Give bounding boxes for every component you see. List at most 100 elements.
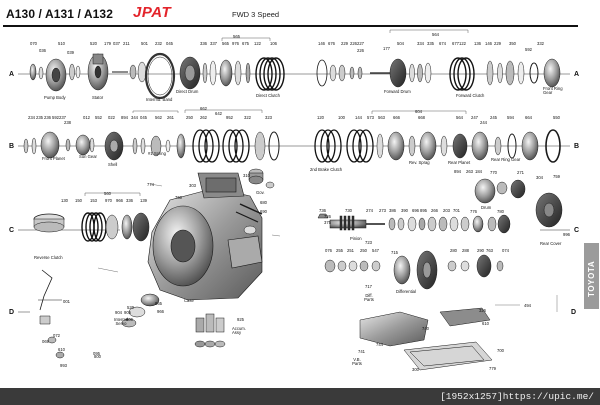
part-number-label: 760 <box>175 195 182 200</box>
part-number-label: 236 <box>44 115 51 120</box>
part-number-label: 144 <box>355 115 362 120</box>
valve-body-pan <box>359 307 493 371</box>
part-number-label: 288 <box>462 248 469 253</box>
row-b-parts <box>23 129 561 163</box>
part-number-label: 336 <box>126 198 133 203</box>
row-letter-b-right: B <box>574 143 580 150</box>
part-number-label: 565 <box>233 34 240 39</box>
caption-forward-clutch: Forward Clutch <box>456 93 485 98</box>
part-number-label: 552 <box>95 115 102 120</box>
reverse-clutch-parts <box>38 269 65 359</box>
caption-direct-drum: Direct Drum <box>176 89 199 94</box>
part-number-label: 675 <box>242 41 249 46</box>
part-number-label: 095 <box>93 351 100 356</box>
part-number-label: 664 <box>525 115 532 120</box>
part-number-label: 494 <box>524 303 531 308</box>
part-number-label: 332 <box>537 41 544 46</box>
part-number-label: 763 <box>486 248 493 253</box>
part-number-label: 564 <box>432 32 439 37</box>
part-number-label: 594 <box>507 115 514 120</box>
part-number-label: 045 <box>166 41 173 46</box>
part-number-label: 344 <box>131 115 138 120</box>
part-number-label: 130 <box>61 198 68 203</box>
part-number-label: 300 <box>412 367 419 372</box>
part-number-label: 906 <box>126 317 133 322</box>
header-rule <box>3 25 578 27</box>
row-letter-c-right: C <box>574 227 580 234</box>
part-number-label: 106 <box>270 41 277 46</box>
caption-diff-parts: Diff. Parts <box>364 293 374 303</box>
part-number-label: 146 <box>485 41 492 46</box>
part-number-label: 076 <box>325 248 332 253</box>
part-number-label: 146 <box>318 41 325 46</box>
row-letter-a-left: A <box>9 71 15 78</box>
part-number-label: 690 <box>260 209 267 214</box>
caption-forward-drum: Forward Drum <box>384 89 411 94</box>
part-number-label: 045 <box>140 115 147 120</box>
caption-intermd-servo: Intermd. Servo <box>114 317 130 327</box>
part-number-label: 072 <box>53 333 60 338</box>
part-number-label: 925 <box>237 317 244 322</box>
part-number-label: 226 <box>350 41 357 46</box>
caption-second-brake: 2nd Brake Clutch <box>310 167 343 172</box>
part-number-label: 350 <box>509 41 516 46</box>
part-number-label: 894 <box>454 169 461 174</box>
part-number-label: 273 <box>379 208 386 213</box>
part-number-label: 251 <box>347 248 354 253</box>
part-number-label: 150 <box>75 198 82 203</box>
part-number-label: 036 <box>39 48 46 53</box>
part-number-label: 674 <box>439 41 446 46</box>
caption-direct-clutch: Direct Clutch <box>256 93 280 98</box>
part-number-label: 039 <box>67 50 74 55</box>
part-number-label: 741 <box>358 349 365 354</box>
part-number-label: 676 <box>328 41 335 46</box>
servo-accumulator <box>121 293 226 348</box>
part-number-label: 266 <box>431 208 438 213</box>
part-number-label: 677 <box>452 41 459 46</box>
part-number-label: 375 <box>324 220 331 225</box>
part-number-label: 337 <box>210 41 217 46</box>
part-number-label: 234 <box>28 115 35 120</box>
part-number-label: 001 <box>63 299 70 304</box>
part-number-label: 668 <box>418 115 425 120</box>
part-number-label: 235 <box>36 115 43 120</box>
watermark-text: [1952x1257]https://upic.me/ <box>440 391 594 402</box>
caption-stator: Stator <box>92 95 104 100</box>
part-number-label: 250 <box>360 248 367 253</box>
part-number-label: 666 <box>393 115 400 120</box>
part-number-label: 122 <box>459 41 466 46</box>
part-number-label: 280 <box>450 248 457 253</box>
part-number-label: 730 <box>345 208 352 213</box>
part-number-label: 895 <box>420 208 427 213</box>
part-number-label: 604 <box>415 109 422 114</box>
part-number-label: 662 <box>200 106 207 111</box>
part-number-label: 680 <box>260 200 267 205</box>
part-number-label: 304 <box>536 175 543 180</box>
part-number-label: 779 <box>489 366 496 371</box>
transmission-case <box>147 172 263 301</box>
part-number-label: 153 <box>90 198 97 203</box>
part-number-label: 069 <box>42 339 49 344</box>
part-number-label: 139 <box>140 198 147 203</box>
caption-drum: Drum <box>481 205 492 210</box>
part-number-label: 226 <box>357 48 364 53</box>
row-letter-d-left: D <box>9 309 15 316</box>
part-number-label: 904 <box>115 310 122 315</box>
part-number-label: 976 <box>232 41 239 46</box>
row-letter-c-left: C <box>9 227 15 234</box>
part-number-label: 905 <box>124 310 131 315</box>
brand-logo: JPAT <box>133 4 172 21</box>
part-number-label: 610 <box>482 321 489 326</box>
part-number-label: 245 <box>490 115 497 120</box>
caption-differential: Differential <box>396 289 416 294</box>
caption-case: Case <box>184 298 194 303</box>
part-number-label: 560 <box>104 191 111 196</box>
part-number-label: 274 <box>366 208 373 213</box>
caption-rear-planet: Rear Planet <box>448 160 471 165</box>
part-number-label: 229 <box>494 41 501 46</box>
part-number-label: 952 <box>226 115 233 120</box>
caption-one-spring: #1 Spring <box>148 151 166 156</box>
part-number-label: 177 <box>383 46 390 51</box>
part-number-label: 323 <box>265 115 272 120</box>
part-number-label: 386 <box>389 208 396 213</box>
